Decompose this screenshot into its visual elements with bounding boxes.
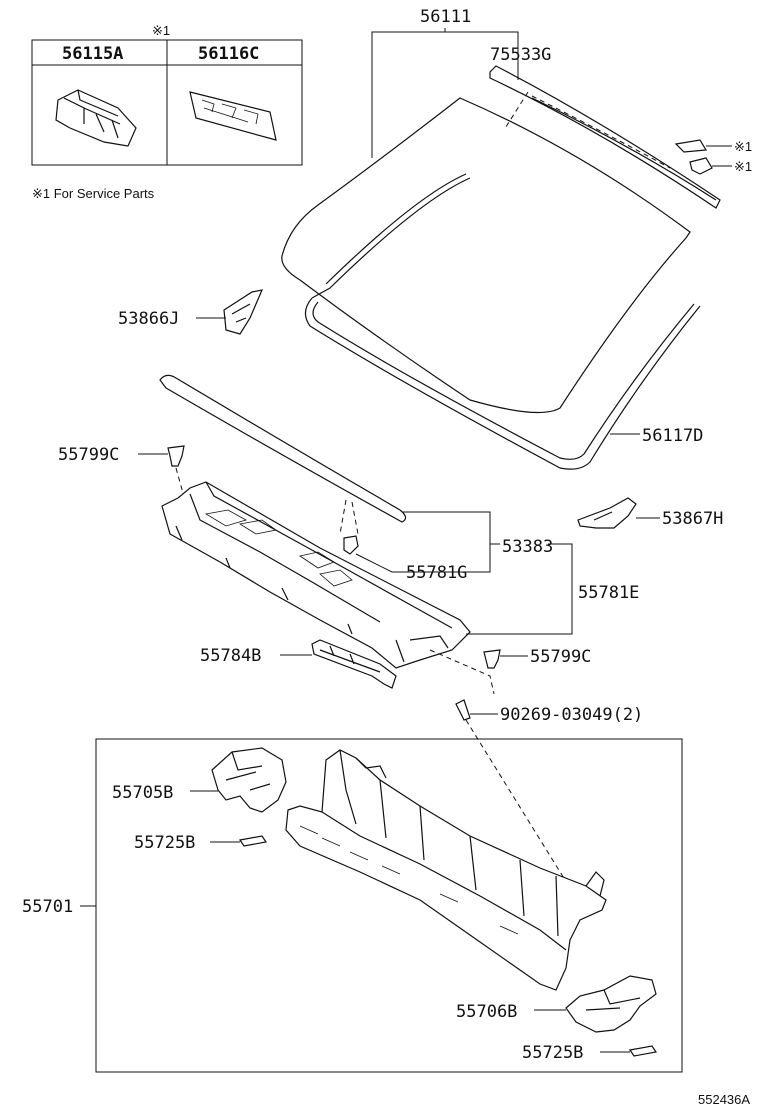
service-clip-a[interactable] xyxy=(674,139,708,153)
label-55781G[interactable]: 55781G xyxy=(406,563,467,583)
cover-53866J[interactable] xyxy=(223,289,264,335)
label-53383[interactable]: 53383 xyxy=(502,537,553,557)
clip-55799C-bottom[interactable] xyxy=(483,649,501,669)
bracket-55705B[interactable] xyxy=(211,747,287,813)
service-parts-table: ※1 56115A 56116C ※1 For Service Parts xyxy=(31,23,303,201)
label-56117D[interactable]: 56117D xyxy=(642,426,703,446)
cover-53867H[interactable] xyxy=(577,497,637,529)
label-75533G[interactable]: 75533G xyxy=(490,45,551,65)
service-mark-top: ※1 xyxy=(152,23,170,38)
windshield-glass[interactable] xyxy=(281,97,691,414)
molding-75533G[interactable] xyxy=(489,65,721,209)
cowl-panel-55701[interactable] xyxy=(285,749,607,991)
seal-53383[interactable] xyxy=(159,374,407,523)
label-service-mark-a: ※1 xyxy=(734,139,752,154)
clip-56115A-part[interactable] xyxy=(55,89,137,147)
label-55701[interactable]: 55701 xyxy=(22,897,73,917)
screw-90269[interactable] xyxy=(455,699,471,721)
figure-id: 552436A xyxy=(698,1092,750,1107)
leader-lines xyxy=(80,28,660,1053)
label-55706B[interactable]: 55706B xyxy=(456,1002,517,1022)
label-53866J[interactable]: 53866J xyxy=(118,309,179,329)
weatherstrip-56117D[interactable] xyxy=(304,173,701,470)
label-55781E[interactable]: 55781E xyxy=(578,583,639,603)
service-note: ※1 For Service Parts xyxy=(32,186,155,201)
bracket-55706B[interactable] xyxy=(565,975,657,1033)
label-53867H[interactable]: 53867H xyxy=(662,509,723,529)
label-55725B-b[interactable]: 55725B xyxy=(522,1043,583,1063)
label-55799C-bottom[interactable]: 55799C xyxy=(530,647,591,667)
bolt-55725B-a[interactable] xyxy=(238,835,268,847)
louver-extension-55784B[interactable] xyxy=(311,639,397,689)
label-service-mark-b: ※1 xyxy=(734,159,752,174)
table-header-56115A[interactable]: 56115A xyxy=(62,44,123,64)
clip-55781G[interactable] xyxy=(343,535,359,555)
clip-56116C-part[interactable] xyxy=(189,91,277,141)
label-55725B-a[interactable]: 55725B xyxy=(134,833,195,853)
cowl-louver-55781[interactable] xyxy=(161,481,471,669)
bolt-55725B-b[interactable] xyxy=(628,1045,658,1057)
label-55799C-top[interactable]: 55799C xyxy=(58,445,119,465)
label-56111[interactable]: 56111 xyxy=(420,7,471,27)
label-55784B[interactable]: 55784B xyxy=(200,646,261,666)
label-55705B[interactable]: 55705B xyxy=(112,783,173,803)
service-clip-b[interactable] xyxy=(689,157,713,175)
label-90269-03049[interactable]: 90269-03049(2) xyxy=(500,705,643,725)
clip-55799C-top[interactable] xyxy=(167,445,185,467)
table-header-56116C[interactable]: 56116C xyxy=(198,44,259,64)
